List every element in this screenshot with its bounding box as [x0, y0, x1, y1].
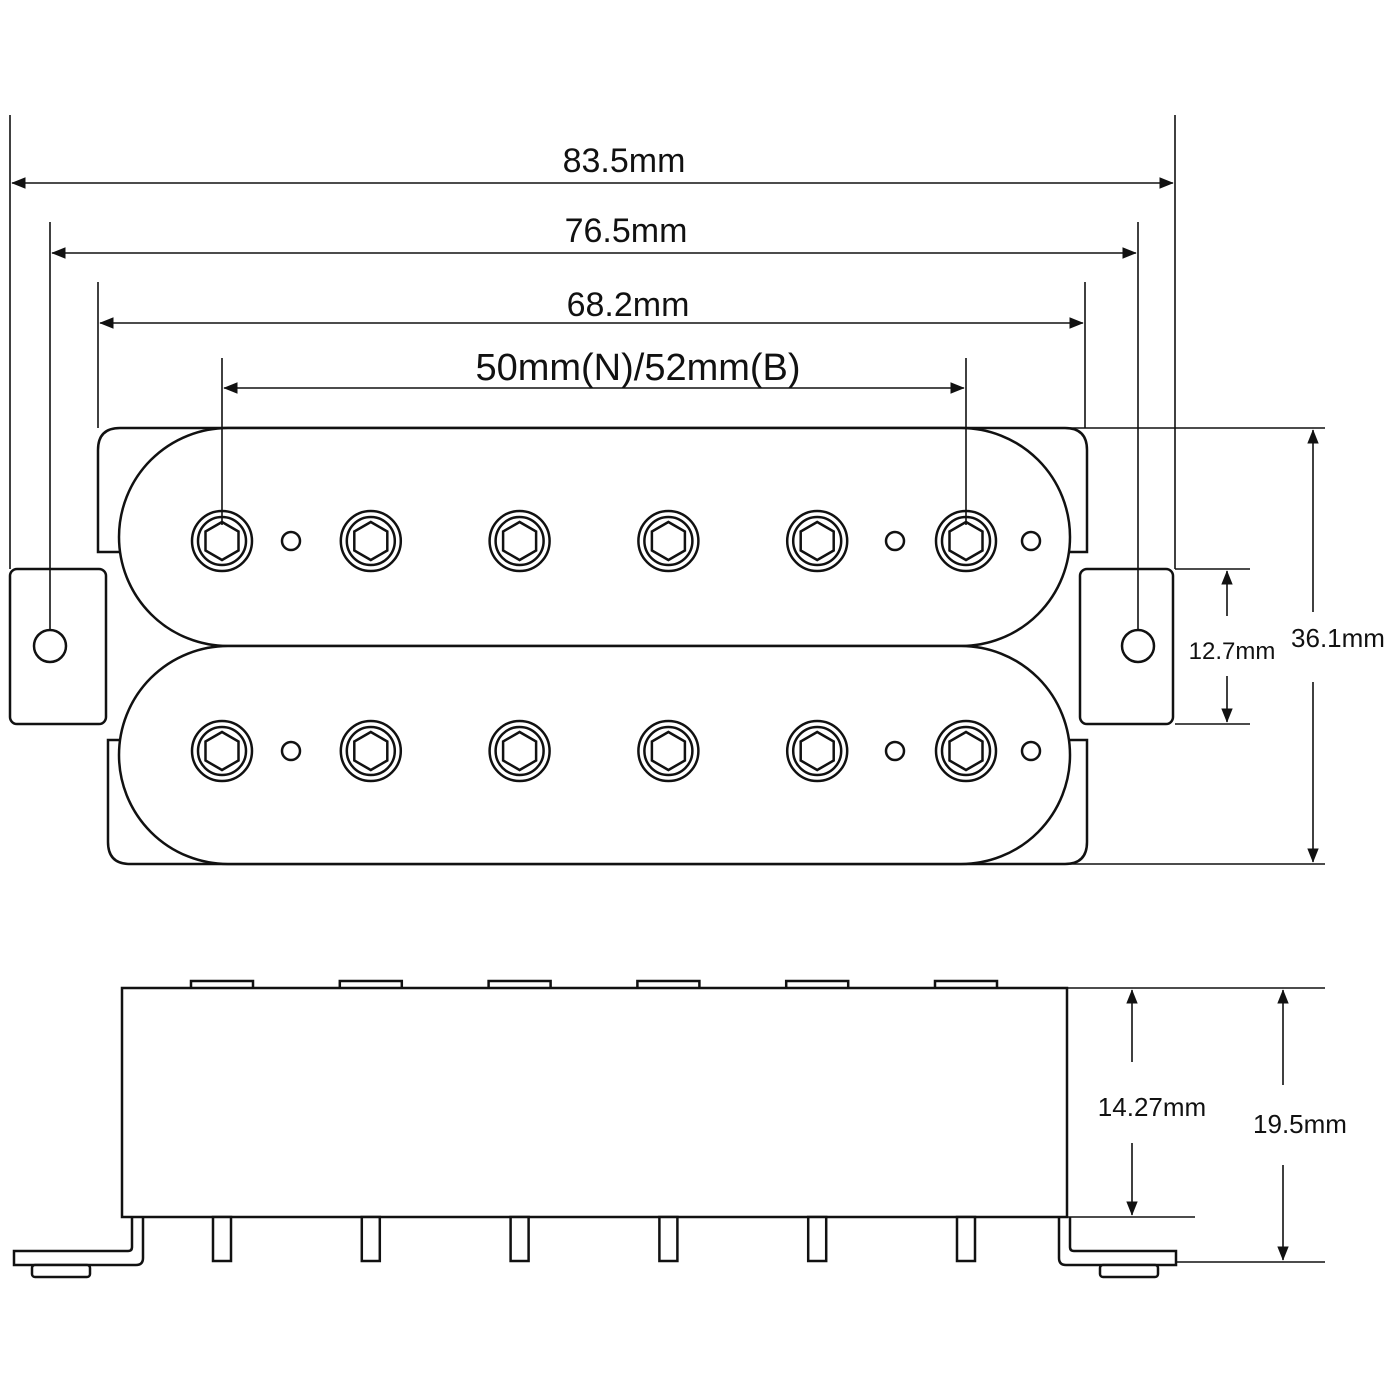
- pickup-body: [120, 986, 1069, 1219]
- pole-leg: [658, 1215, 679, 1263]
- small-screw: [1020, 530, 1042, 552]
- total-height-label: 19.5mm: [1253, 1109, 1347, 1139]
- small-screw: [1020, 740, 1042, 762]
- mounting-hole-spacing-label: 76.5mm: [565, 212, 688, 250]
- mounting-plate: [8, 567, 1175, 726]
- overall-length-label: 83.5mm: [563, 142, 686, 180]
- mounting-foot-right: [1057, 1217, 1178, 1267]
- small-screw: [280, 740, 302, 762]
- pole-piece: [339, 719, 403, 783]
- bobbin-bottom: [117, 644, 1072, 866]
- pole-leg: [211, 1215, 233, 1263]
- pole-legs: [211, 1215, 977, 1263]
- tab-width-label: 12.7mm: [1189, 638, 1276, 665]
- pole-piece: [934, 719, 998, 783]
- pole-pieces: [190, 509, 1042, 783]
- pole-piece: [488, 509, 551, 573]
- pole-leg: [806, 1215, 828, 1263]
- pole-leg: [360, 1215, 382, 1263]
- small-screw: [884, 740, 906, 762]
- pole-piece: [785, 509, 849, 573]
- pole-piece: [637, 719, 700, 783]
- overall-width-label: 36.1mm: [1291, 623, 1385, 653]
- pole-tops: [189, 979, 999, 992]
- pole-piece: [339, 509, 403, 573]
- side-dimensions: 14.27mm 19.5mm: [1067, 987, 1347, 1263]
- mounting-foot-left: [12, 1217, 145, 1267]
- pole-piece: [488, 719, 551, 783]
- bobbin-top: [117, 426, 1072, 648]
- pole-piece: [785, 719, 849, 783]
- body-height-label: 14.27mm: [1098, 1092, 1206, 1122]
- pole-leg: [509, 1215, 530, 1263]
- pole-leg: [955, 1215, 977, 1263]
- pole-spacing-label: 50mm(N)/52mm(B): [475, 347, 800, 389]
- small-screw: [884, 530, 906, 552]
- top-dimensions: 83.5mm 76.5mm 68.2mm 50mm(N)/52mm(B) 12.…: [9, 115, 1385, 865]
- pole-piece: [190, 719, 254, 783]
- top-view: [8, 426, 1175, 866]
- bobbin-length-label: 68.2mm: [567, 286, 690, 324]
- pole-piece: [637, 509, 700, 573]
- side-view: [12, 979, 1178, 1279]
- small-screw: [280, 530, 302, 552]
